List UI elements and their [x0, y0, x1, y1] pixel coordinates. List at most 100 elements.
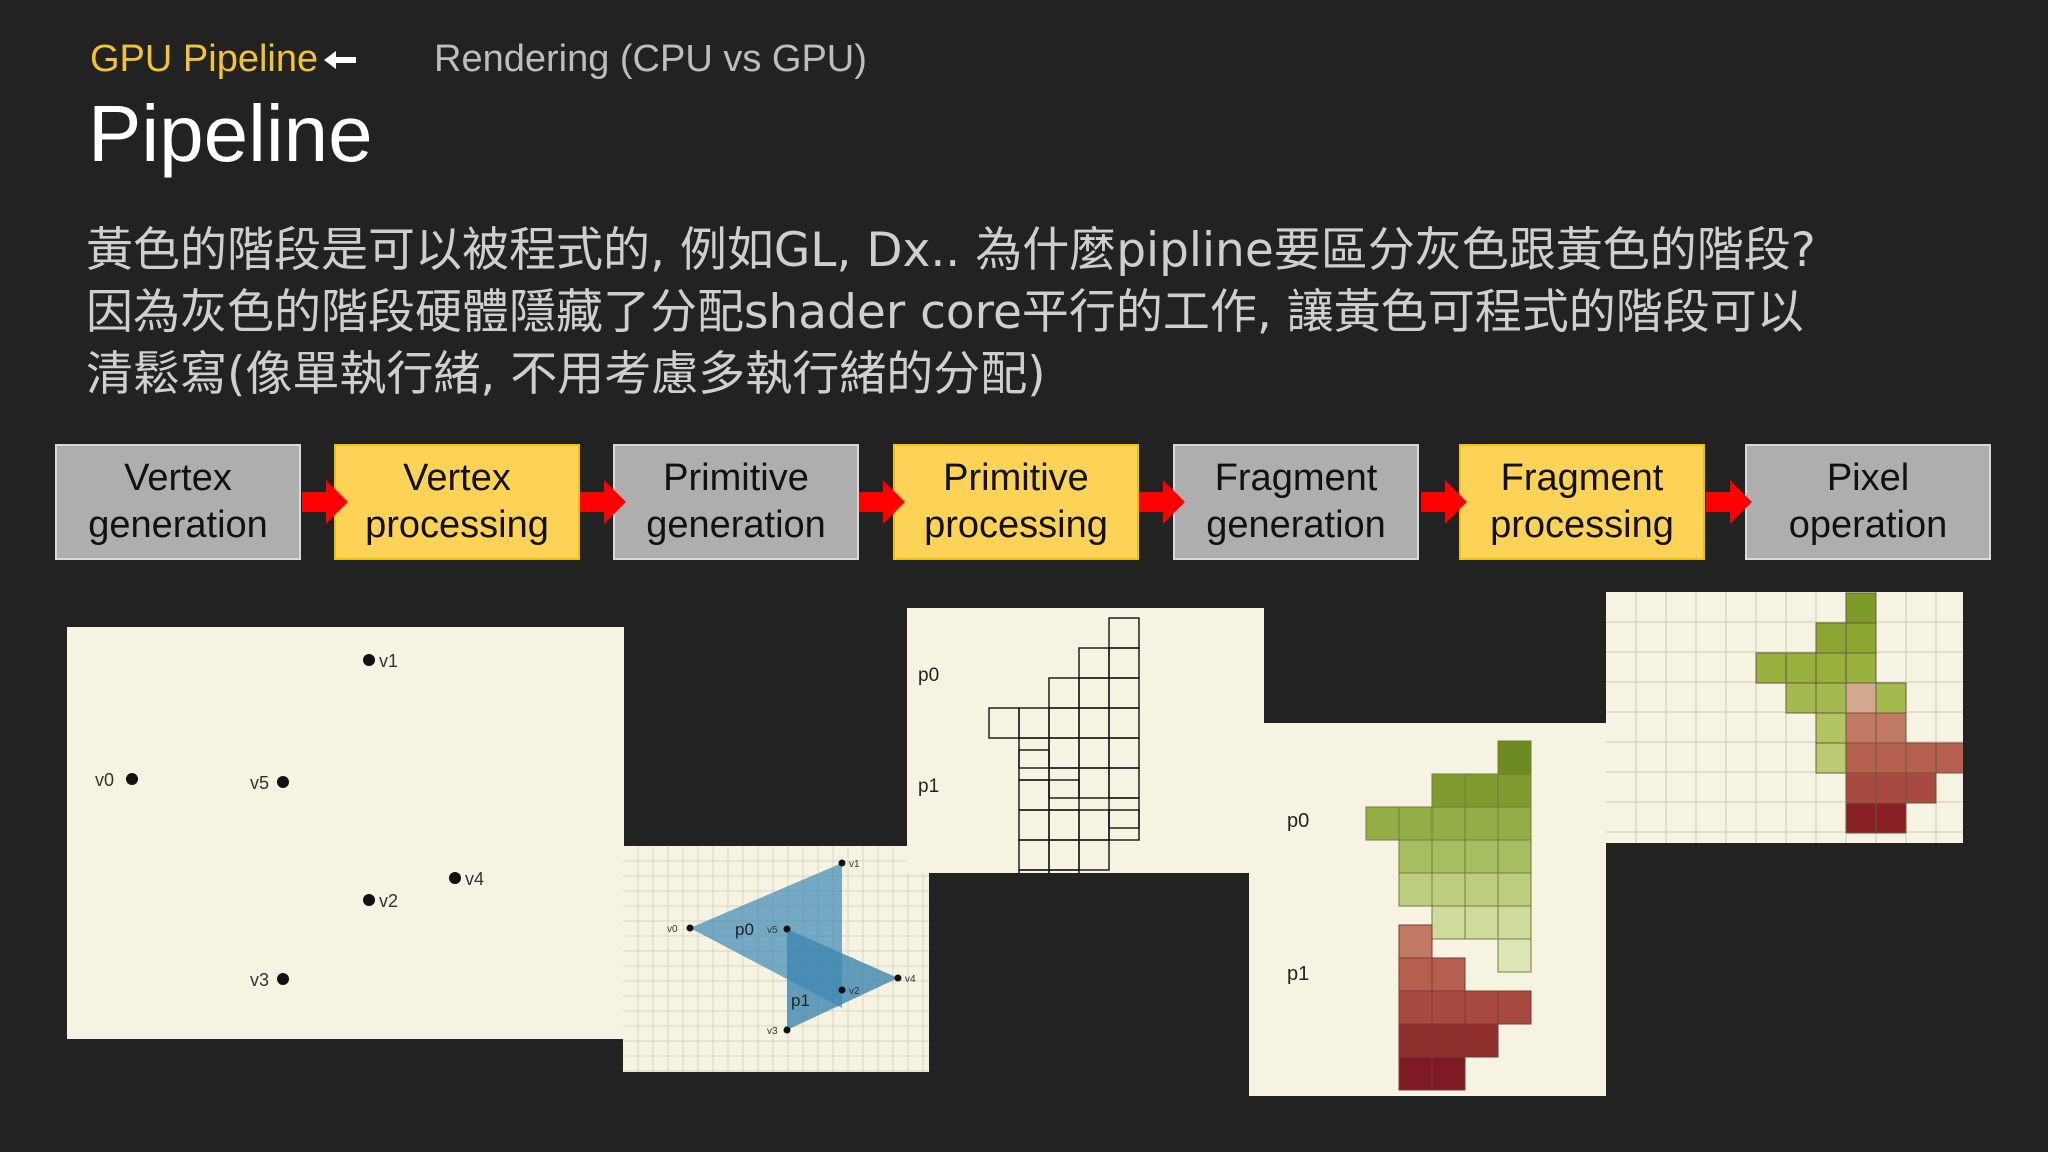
shaded-fragment-cell	[1431, 839, 1466, 874]
fragment-cell	[1108, 647, 1140, 679]
final-pixel-cell	[1815, 622, 1847, 654]
stage-label-line1: Fragment	[1214, 457, 1378, 499]
shaded-fragment-cell	[1398, 839, 1433, 874]
stage-primitive-processing: Primitive processing	[893, 444, 1139, 560]
fragment-cell	[1078, 737, 1110, 769]
shaded-fragment-cell	[1431, 872, 1466, 907]
arrow-right-icon	[859, 480, 905, 524]
prim-vertex-label: v4	[905, 974, 916, 985]
fragment-cell	[1018, 779, 1050, 811]
fragment-label-p1: p1	[1287, 963, 1309, 985]
vertex-v0: v0	[95, 770, 138, 790]
final-pixel-cell	[1905, 772, 1937, 804]
fragment-generation-panel: p0 p1	[907, 608, 1264, 873]
final-pixel-cell	[1875, 712, 1907, 744]
breadcrumb[interactable]: GPU Pipeline	[90, 38, 358, 81]
shaded-fragment-cell	[1464, 806, 1499, 841]
vertex-v4: v4	[449, 869, 484, 889]
stage-label-line1: Fragment	[1500, 457, 1664, 499]
final-pixel-cell	[1815, 742, 1847, 774]
prim-vertex-label: v5	[767, 925, 778, 936]
fragment-cell	[1048, 809, 1080, 841]
pixel-operation-panel	[1606, 592, 1963, 843]
fragment-cell	[1108, 809, 1140, 841]
fragment-cell	[1018, 809, 1050, 841]
shaded-fragment-cell	[1431, 905, 1466, 940]
shaded-fragment-cell	[1464, 773, 1499, 808]
svg-text:v2: v2	[379, 891, 398, 911]
shaded-fragment-cell	[1431, 1023, 1466, 1058]
stage-label-line1: Vertex	[124, 457, 232, 499]
shaded-fragment-cell	[1398, 1056, 1433, 1091]
svg-text:v4: v4	[465, 869, 484, 889]
description-line: 黃色的階段是可以被程式的, 例如GL, Dx.. 為什麼pipline要區分灰色…	[86, 223, 1816, 278]
final-pixel-cell	[1815, 682, 1847, 714]
grid-lines	[1606, 592, 1963, 843]
final-pixel-cell	[1875, 802, 1907, 834]
stage-label-line2: generation	[646, 504, 826, 546]
final-pixel-cell	[1845, 652, 1877, 684]
final-pixel-cell	[1875, 772, 1907, 804]
final-pixel-cell	[1845, 682, 1877, 714]
shaded-fragment-cell	[1365, 806, 1400, 841]
final-pixel-cell	[1875, 682, 1907, 714]
final-pixel-cell	[1845, 742, 1877, 774]
shaded-fragment-cell	[1464, 872, 1499, 907]
arrow-right-icon	[1421, 480, 1467, 524]
vertex-v5: v5	[250, 773, 289, 793]
shaded-fragment-cell	[1497, 990, 1532, 1025]
fragment-cell	[1108, 617, 1140, 649]
shaded-fragment-cell	[1398, 957, 1433, 992]
fragment-cell	[1018, 869, 1050, 873]
vertex-points-panel: v1 v0 v5 v4 v2 v3	[67, 627, 624, 1039]
shaded-fragment-cell	[1464, 905, 1499, 940]
arrow-left-icon	[324, 50, 357, 69]
fragment-processing-panel: p0 p1	[1249, 723, 1606, 1096]
tab-rendering[interactable]: Rendering (CPU vs GPU)	[434, 38, 867, 80]
arrow-right-icon	[1139, 480, 1185, 524]
fragment-cell	[1048, 779, 1080, 811]
stage-label-line1: Vertex	[403, 457, 511, 499]
final-pixel-cells	[1755, 592, 1963, 834]
fragment-cell	[1108, 707, 1140, 739]
primitive-label-p0: p0	[735, 920, 754, 939]
prim-vertex-label: v3	[767, 1026, 778, 1037]
final-pixel-cell	[1785, 652, 1817, 684]
fragment-cell	[1078, 707, 1110, 739]
stage-label-line2: generation	[88, 504, 268, 546]
final-pixel-cell	[1785, 682, 1817, 714]
stage-label-line2: processing	[924, 504, 1108, 546]
final-pixel-cell	[1935, 742, 1963, 774]
stage-label-line2: generation	[1206, 504, 1386, 546]
shaded-fragment-cell	[1398, 872, 1433, 907]
fragment-cell	[1078, 647, 1110, 679]
shaded-fragment-cell	[1464, 1023, 1499, 1058]
fragment-cells	[988, 617, 1140, 873]
primitive-label-p1: p1	[791, 991, 810, 1010]
shaded-fragment-cells	[1365, 740, 1532, 1091]
fragment-cell	[1048, 707, 1080, 739]
fragment-cell	[1048, 869, 1080, 873]
shaded-fragment-cell	[1431, 990, 1466, 1025]
vertex-v3: v3	[250, 970, 289, 990]
prim-vertex-label: v1	[849, 859, 860, 870]
stage-label-line1: Primitive	[943, 457, 1089, 499]
vertex-v1: v1	[363, 651, 398, 671]
stage-vertex-generation: Vertex generation	[55, 444, 301, 560]
shaded-fragment-cell	[1398, 924, 1433, 959]
page-title: Pipeline	[88, 89, 373, 178]
shaded-fragment-cell	[1497, 872, 1532, 907]
fragment-cell	[1048, 737, 1080, 769]
final-pixel-cell	[1815, 712, 1847, 744]
stage-label-line2: operation	[1788, 504, 1948, 546]
svg-text:v5: v5	[250, 773, 269, 793]
stage-fragment-generation: Fragment generation	[1173, 444, 1419, 560]
final-pixel-cell	[1845, 622, 1877, 654]
description-line: 因為灰色的階段硬體隱藏了分配shader core平行的工作, 讓黃色可程式的階…	[86, 285, 1804, 340]
fragment-cell	[1018, 707, 1050, 739]
vertex-v2: v2	[363, 891, 398, 911]
shaded-fragment-cell	[1497, 773, 1532, 808]
